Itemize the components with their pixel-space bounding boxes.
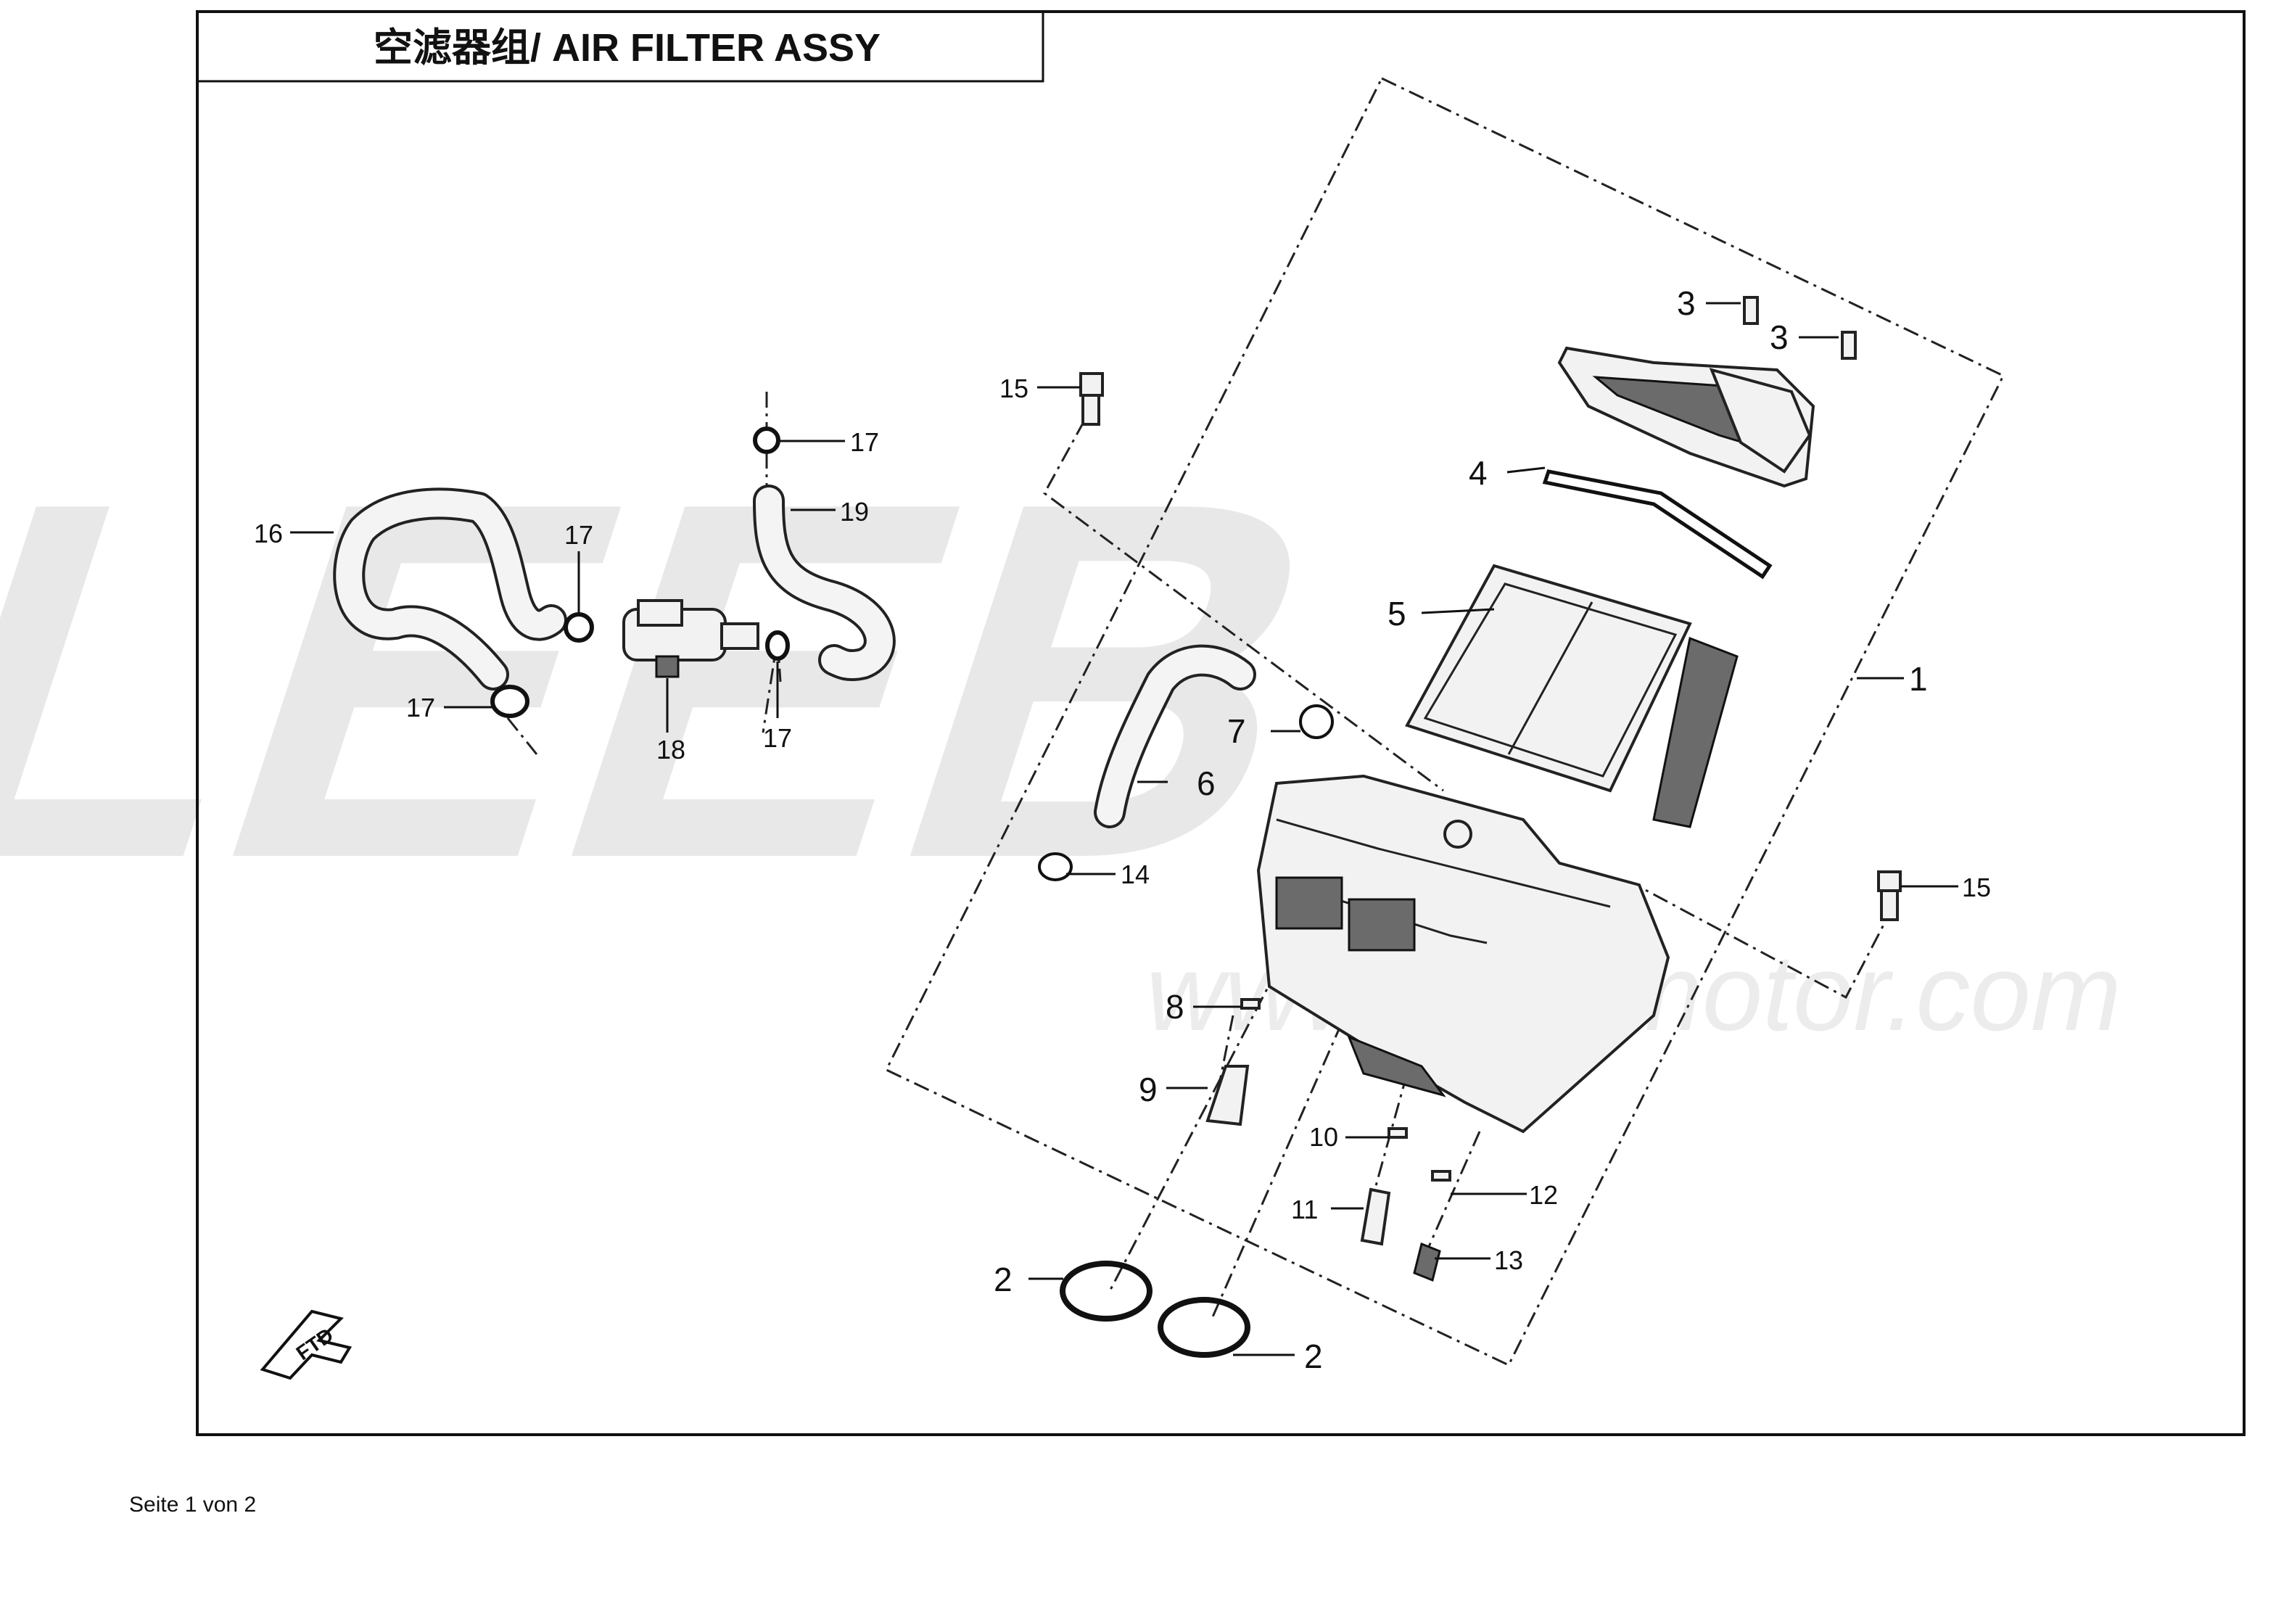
callouts: 3 3 4 5 1 6 7 14 8 9 10 11 12 13 2 2 15 … [254,284,1991,1375]
title-box: 空滤器组/ AIR FILTER ASSY [196,10,1044,83]
clamp-part-14 [1038,852,1073,881]
callout-1: 1 [1909,660,1928,698]
callout-3a: 3 [1677,284,1696,322]
hose-part-19 [753,485,896,682]
cover-part-3 [1557,296,1857,488]
bolt-part-15-top [1079,372,1104,426]
clamp-part-17-a [753,426,780,454]
band-clamp-part-2b [1158,1297,1250,1358]
screw-part-8 [1240,998,1261,1010]
callout-7: 7 [1227,712,1246,750]
callout-4: 4 [1469,454,1488,492]
band-clamp-part-2a [1060,1261,1153,1322]
screw-part-10 [1388,1127,1408,1139]
clamp-part-17-c [490,685,529,718]
callout-17b: 17 [406,693,435,722]
callout-19: 19 [840,497,869,527]
callout-17a: 17 [564,520,593,550]
leader-lines [290,302,1958,1356]
direction-arrow-icon: FTD [260,1309,352,1380]
clamp-part-17-b [564,612,594,643]
airbox-part-1 [1256,774,1670,1134]
diagram-border [196,10,2246,1436]
callout-15b: 15 [1962,873,1991,902]
hose-part-16 [333,487,567,691]
callout-3b: 3 [1770,318,1789,356]
callout-12: 12 [1529,1180,1558,1210]
diagram-title: 空滤器组/ AIR FILTER ASSY [374,26,881,70]
callout-18: 18 [656,735,685,764]
callout-9: 9 [1139,1071,1158,1108]
holder-part-9 [1205,1065,1250,1126]
assembly-boundary [884,77,2005,1367]
page-footer: Seite 1 von 2 [129,1493,257,1517]
holder-part-13 [1413,1242,1441,1282]
callout-13: 13 [1494,1245,1523,1275]
bolt-part-15-right [1877,870,1902,921]
callout-5: 5 [1388,595,1406,632]
callout-11: 11 [1291,1195,1318,1224]
callout-2b: 2 [1304,1337,1323,1375]
clamp-part-7 [1299,704,1334,739]
callout-17c: 17 [763,723,792,753]
callout-8: 8 [1166,988,1184,1026]
filter-element-part-5 [1405,564,1739,828]
callout-14: 14 [1121,860,1150,889]
callout-15a: 15 [999,374,1028,403]
callout-2a: 2 [994,1261,1013,1298]
callout-17d: 17 [850,427,879,457]
hose-part-6 [1094,644,1256,828]
screw-part-12 [1431,1170,1451,1182]
clamp-part-17-d [765,630,790,661]
callout-16: 16 [254,519,283,548]
holder-part-11 [1360,1187,1391,1246]
callout-10: 10 [1309,1122,1338,1152]
callout-6: 6 [1197,764,1216,802]
gasket-part-4 [1542,469,1773,580]
valve-part-18 [622,599,759,678]
watermark: LEEB www.leebmotor.com [0,397,2122,1053]
